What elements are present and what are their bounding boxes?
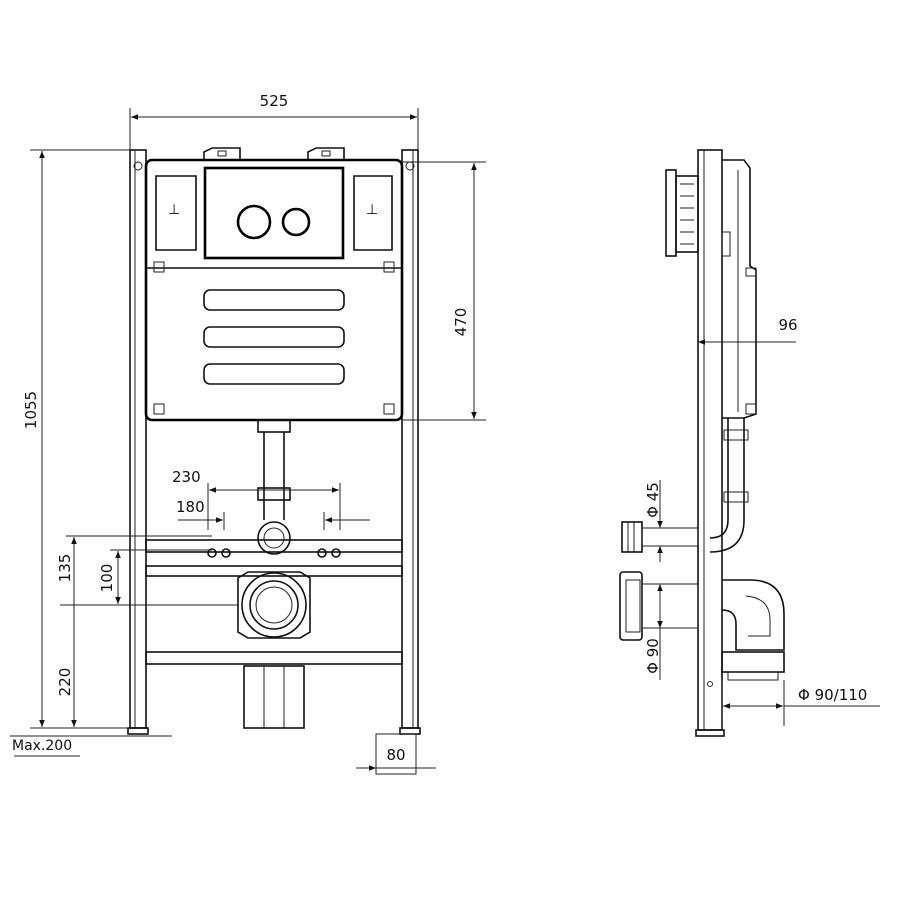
svg-text:⊥: ⊥	[168, 202, 180, 218]
flush-button-large	[236, 204, 272, 240]
dimension-depth: 96	[698, 316, 798, 345]
side-view: 96 Φ 45 Φ 90 Φ 90/110	[619, 149, 880, 737]
side-flush-plate	[665, 169, 699, 257]
inlet-diameter-label: Φ 45	[644, 482, 662, 518]
stud-spacing-inner-label: 180	[176, 498, 205, 516]
outlet-offset-label: 100	[98, 564, 116, 593]
stud-spacing-outer-label: 230	[172, 468, 201, 486]
side-upright	[697, 149, 723, 731]
dimension-tank-height: 470	[402, 161, 486, 421]
flush-button-small	[281, 207, 311, 237]
flush-pipe	[257, 419, 291, 555]
dimension-foot-width: 80	[356, 733, 436, 775]
front-view: ⊥ ⊥	[10, 92, 486, 775]
drain-diameter-label: Φ 90/110	[798, 686, 867, 704]
outlet-height-label: 220	[56, 668, 74, 697]
dimension-lower-heights: 135 100 220	[56, 535, 238, 727]
dimension-height: 1055	[22, 149, 130, 729]
tank-height-label: 470	[452, 308, 470, 337]
dimension-stud-spacing: 230 180	[172, 468, 370, 530]
studs-height-label: 135	[56, 554, 74, 583]
side-flush-pipe	[709, 418, 745, 553]
side-drain-bend	[721, 579, 785, 681]
waste-outlet	[237, 571, 311, 729]
dimension-width: 525	[129, 92, 419, 150]
height-label: 1055	[22, 391, 40, 429]
svg-text:⊥: ⊥	[366, 202, 378, 218]
dimension-drain-diameter: Φ 90/110	[721, 680, 880, 726]
left-upright	[127, 149, 149, 735]
cistern-tank: ⊥ ⊥	[144, 147, 404, 422]
foot-width-label: 80	[386, 746, 405, 764]
dimension-foot-adjust: Max.200	[10, 735, 172, 757]
outlet-diameter-label: Φ 90	[644, 638, 662, 674]
side-outlet-connector	[619, 571, 699, 641]
side-inlet-connector	[621, 521, 699, 553]
flush-plate	[203, 166, 345, 260]
width-label: 525	[260, 92, 289, 110]
dimension-inlet-diameter: Φ 45	[644, 480, 663, 562]
foot-adjust-label: Max.200	[12, 738, 72, 754]
cross-rails	[145, 539, 403, 665]
depth-label: 96	[778, 316, 797, 334]
side-cistern	[722, 159, 757, 419]
dimension-outlet-diameter: Φ 90	[644, 584, 663, 680]
